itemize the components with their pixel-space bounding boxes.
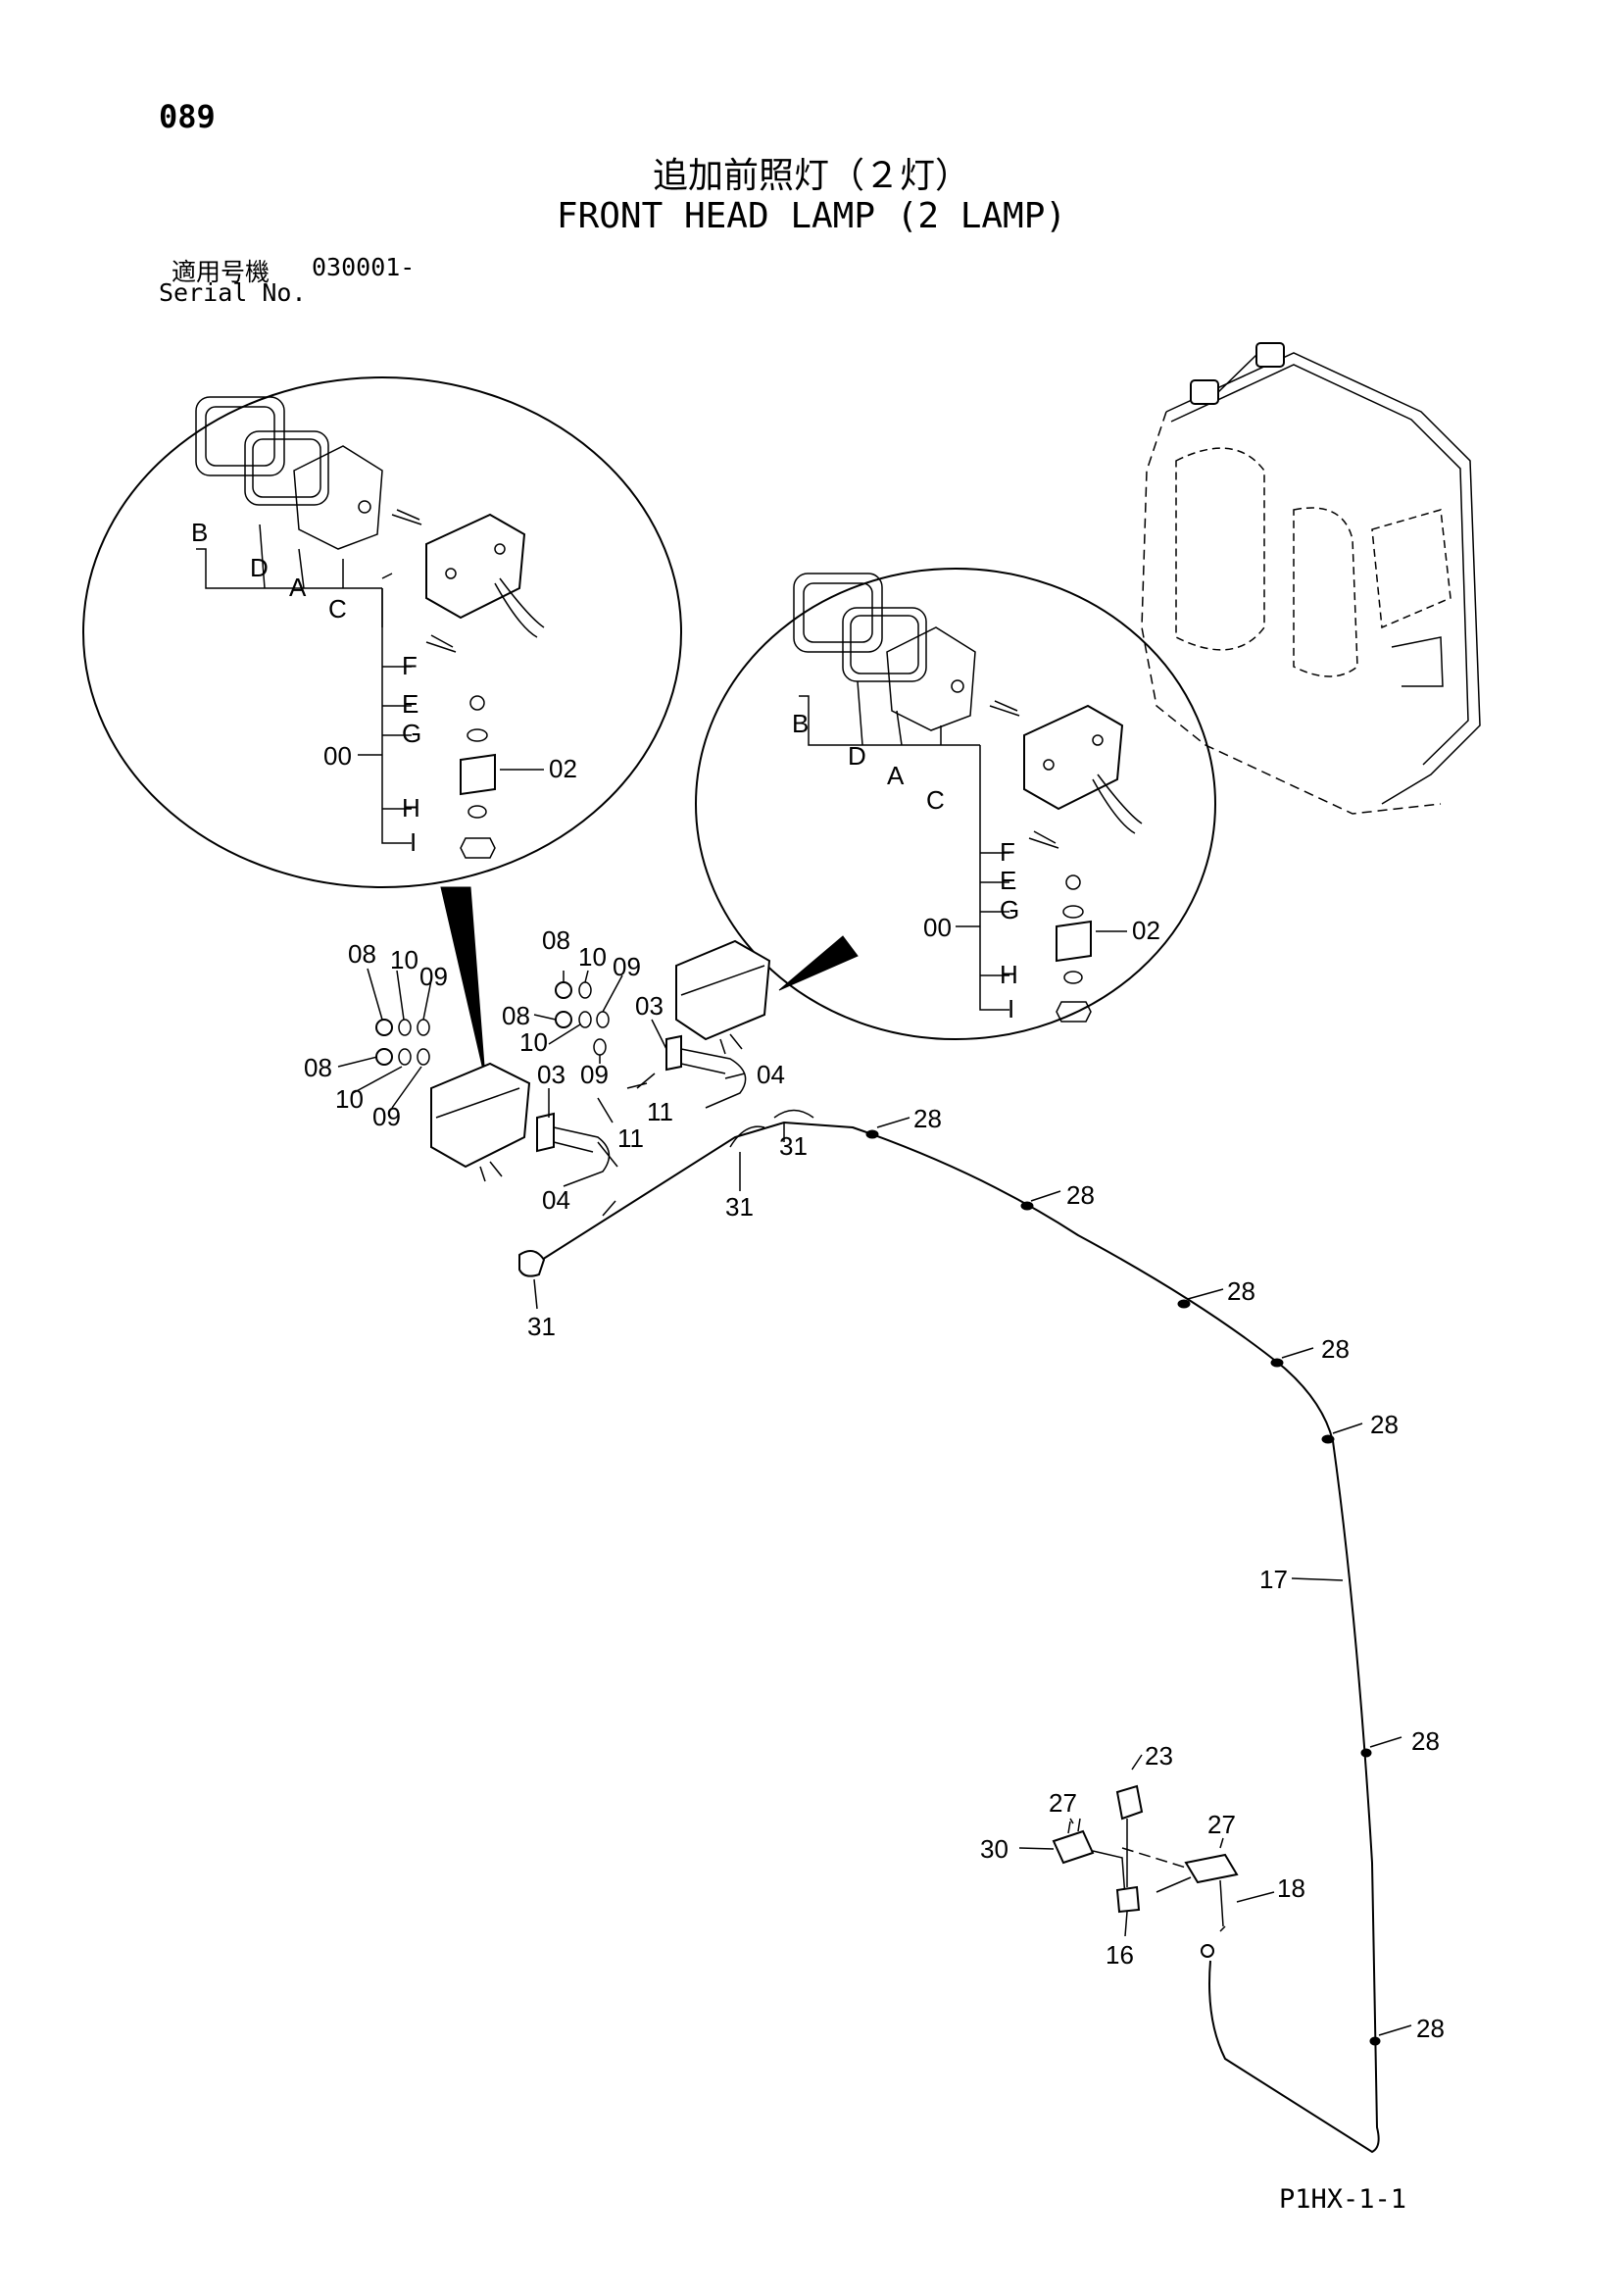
callout-00-left: 00 [323, 741, 352, 771]
callout-10: 10 [578, 942, 607, 972]
callout-02-right: 02 [1132, 916, 1160, 945]
wire-harness: 28 28 28 28 28 28 28 31 31 31 17 [518, 1104, 1445, 2154]
bracket-02 [460, 753, 496, 796]
callout-C-left: C [328, 594, 347, 624]
callout-28: 28 [1416, 2014, 1445, 2043]
callout-28: 28 [1066, 1180, 1095, 1210]
callout-28: 28 [1227, 1276, 1255, 1306]
callout-16: 16 [1106, 1940, 1134, 1970]
pointer-right [778, 935, 859, 991]
right-lamp-assembly [555, 939, 771, 1109]
switch-16 [1115, 1885, 1141, 1914]
page-number: 089 [159, 98, 216, 135]
bulb-c [391, 509, 422, 525]
serial-label-japanese: 適用号機 [172, 258, 270, 286]
callout-02-left: 02 [549, 754, 577, 783]
callout-08: 08 [304, 1053, 332, 1082]
callout-10: 10 [390, 945, 418, 974]
callout-09: 09 [372, 1102, 401, 1131]
callout-00-right: 00 [923, 913, 952, 942]
callout-28: 28 [1370, 1410, 1399, 1439]
callout-I-left: I [410, 827, 417, 857]
lamp-callouts: 08 10 09 08 10 09 03 11 04 08 10 09 08 1… [304, 925, 785, 1217]
serial-value: 030001- [312, 253, 416, 281]
callout-H-left: H [402, 793, 420, 823]
callout-11: 11 [647, 1097, 673, 1126]
callout-A-right: A [887, 761, 905, 790]
callout-D-right: D [848, 741, 866, 771]
callout-09: 09 [419, 962, 448, 991]
callout-G-left: G [402, 719, 421, 748]
callout-10: 10 [519, 1027, 548, 1057]
callout-10: 10 [335, 1084, 364, 1114]
callout-04: 04 [542, 1185, 570, 1215]
callout-31: 31 [725, 1192, 754, 1222]
pointer-left [440, 886, 486, 1079]
callout-03: 03 [537, 1060, 566, 1089]
detail-view-left: B D A C F E G H I 00 02 [82, 376, 682, 888]
callout-08: 08 [542, 925, 570, 955]
title-english: FRONT HEAD LAMP (2 LAMP) [556, 196, 1067, 236]
footer-page-code: P1HX-1-1 [1279, 2184, 1407, 2215]
callout-C-right: C [926, 785, 945, 815]
detail-view-right: B D A C F E G H I 00 02 [695, 568, 1216, 1040]
callout-09: 09 [580, 1060, 609, 1089]
callout-F-left: F [402, 651, 418, 680]
connector-23 [1115, 1784, 1144, 1821]
callout-23: 23 [1145, 1741, 1173, 1771]
cab-outline [1141, 342, 1481, 815]
relay-30 [1052, 1829, 1095, 1865]
callout-D-left: D [250, 553, 269, 582]
callout-18: 18 [1277, 1873, 1305, 1903]
lamp-lens-a [293, 445, 383, 550]
callout-27: 27 [1207, 1810, 1236, 1839]
callout-H-right: H [1000, 960, 1018, 989]
screw-f [425, 634, 457, 653]
callout-28: 28 [1321, 1334, 1350, 1364]
callout-I-right: I [1008, 994, 1014, 1023]
nut-i [460, 837, 496, 859]
callout-E-left: E [402, 689, 418, 719]
callout-F-right: F [1000, 837, 1015, 867]
callout-B-left: B [191, 518, 208, 547]
callout-A-left: A [289, 573, 307, 602]
left-lamp-assembly [375, 1019, 614, 1187]
switch-assembly: 23 27 27 30 18 16 [980, 1741, 1305, 1970]
serial-label-english: Serial No. [159, 278, 307, 307]
callout-08: 08 [348, 939, 376, 969]
callout-28: 28 [1411, 1726, 1440, 1756]
washer-e [469, 695, 485, 711]
callout-04: 04 [757, 1060, 785, 1089]
callout-G-right: G [1000, 895, 1019, 924]
callout-B-right: B [792, 709, 809, 738]
lamp-gasket-d [244, 430, 329, 506]
washer-g [467, 728, 488, 742]
callout-27: 27 [1049, 1788, 1077, 1818]
callout-03: 03 [635, 991, 664, 1021]
washer-h [467, 805, 487, 819]
title-japanese: 追加前照灯（２灯） [652, 156, 970, 196]
lamp-housing [425, 513, 526, 620]
callout-09: 09 [613, 952, 641, 981]
cab-lamp-icon [1190, 379, 1219, 405]
callout-31: 31 [527, 1312, 556, 1341]
callout-E-right: E [1000, 866, 1016, 895]
callout-17: 17 [1259, 1565, 1288, 1594]
callout-30: 30 [980, 1834, 1008, 1864]
cab-lamp-icon [1255, 342, 1285, 368]
bracket-27 [1184, 1853, 1239, 1884]
callout-11: 11 [617, 1123, 644, 1153]
callout-31: 31 [779, 1131, 808, 1161]
lamp-frame-b [195, 396, 285, 476]
callout-28: 28 [913, 1104, 942, 1133]
callout-08: 08 [502, 1001, 530, 1030]
